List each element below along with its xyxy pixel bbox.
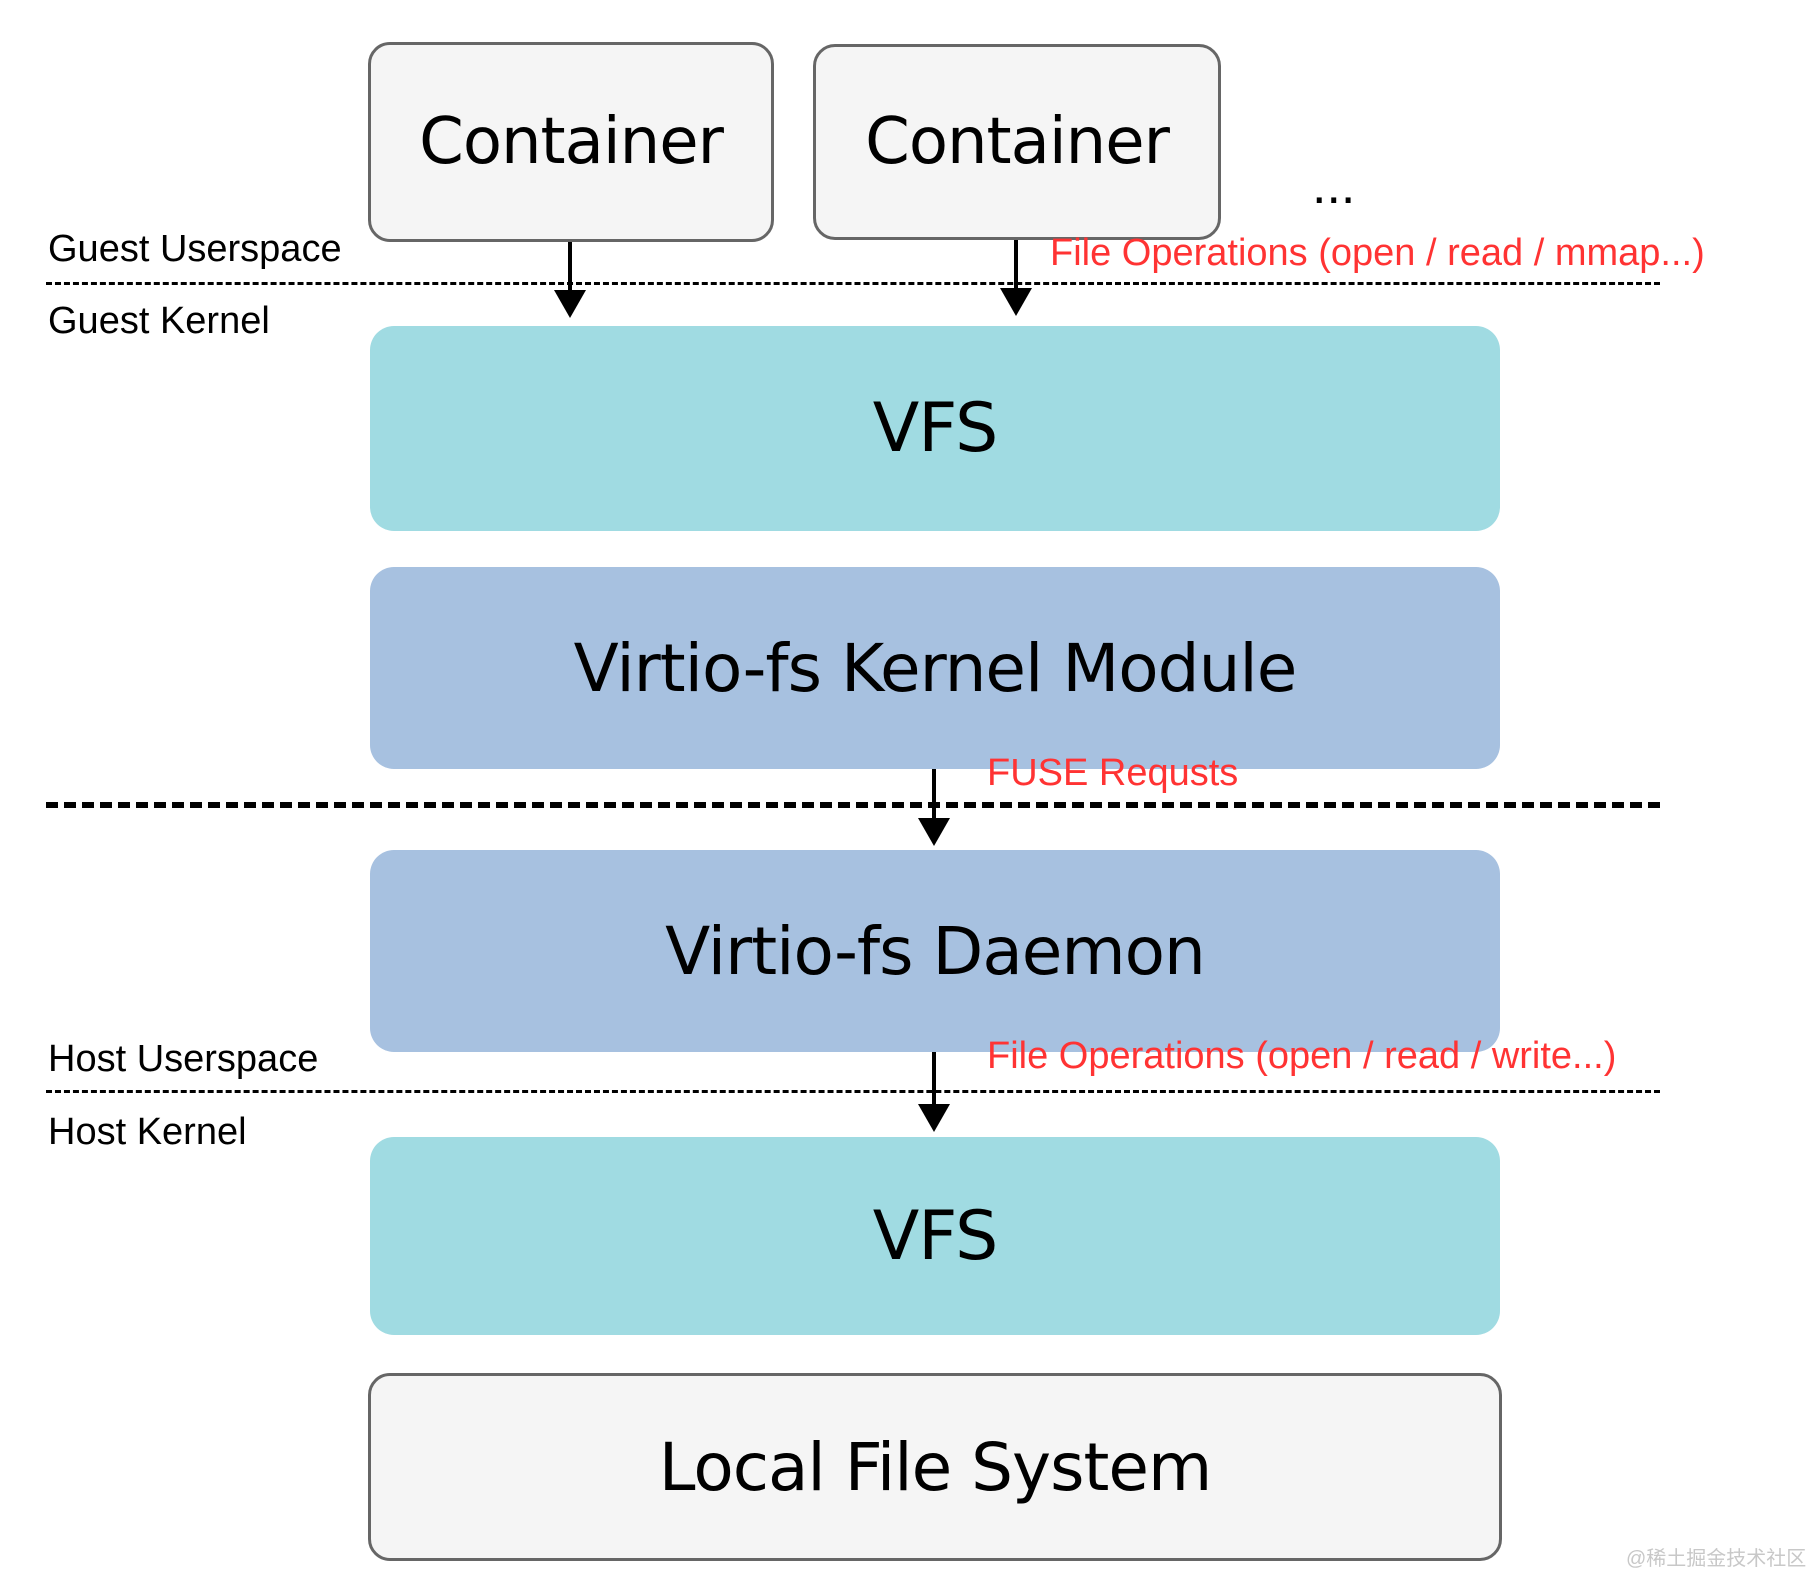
guest-file-operations-annotation: File Operations (open / read / mmap...): [1050, 232, 1705, 274]
host-userspace-label: Host Userspace: [48, 1038, 319, 1080]
guest-vfs-label: VFS: [872, 389, 999, 468]
host-user-kernel-boundary: [46, 1090, 1660, 1093]
guest-kernel-label: Guest Kernel: [48, 300, 270, 342]
container-label-1: Container: [419, 105, 724, 179]
fuse-requests-annotation: FUSE Requsts: [987, 752, 1239, 794]
virtio-fs-kernel-module-label: Virtio-fs Kernel Module: [573, 629, 1298, 707]
virtio-fs-daemon-box: Virtio-fs Daemon: [370, 850, 1500, 1052]
local-file-system-box: Local File System: [368, 1373, 1502, 1561]
local-file-system-label: Local File System: [658, 1428, 1213, 1506]
guest-host-boundary: [46, 802, 1660, 808]
arrow-container2-to-vfs: [1000, 240, 1032, 316]
host-vfs-box: VFS: [370, 1137, 1500, 1335]
watermark: @稀土掘金技术社区: [1626, 1548, 1807, 1570]
host-file-operations-annotation: File Operations (open / read / write...): [987, 1035, 1617, 1077]
virtio-fs-daemon-label: Virtio-fs Daemon: [665, 912, 1206, 990]
guest-vfs-box: VFS: [370, 326, 1500, 531]
virtio-fs-kernel-module-box: Virtio-fs Kernel Module: [370, 567, 1500, 769]
container-box-1: Container: [368, 42, 774, 242]
host-vfs-label: VFS: [872, 1196, 999, 1276]
arrow-daemon-to-host-vfs: [918, 1052, 950, 1132]
guest-userspace-label: Guest Userspace: [48, 228, 342, 270]
container-label-2: Container: [865, 105, 1170, 179]
arrow-kernel-module-to-daemon: [918, 769, 950, 846]
container-box-2: Container: [813, 44, 1221, 240]
more-containers-ellipsis: ...: [1312, 157, 1356, 215]
guest-user-kernel-boundary: [46, 282, 1660, 285]
host-kernel-label: Host Kernel: [48, 1111, 247, 1153]
arrow-container1-to-vfs: [554, 242, 586, 318]
